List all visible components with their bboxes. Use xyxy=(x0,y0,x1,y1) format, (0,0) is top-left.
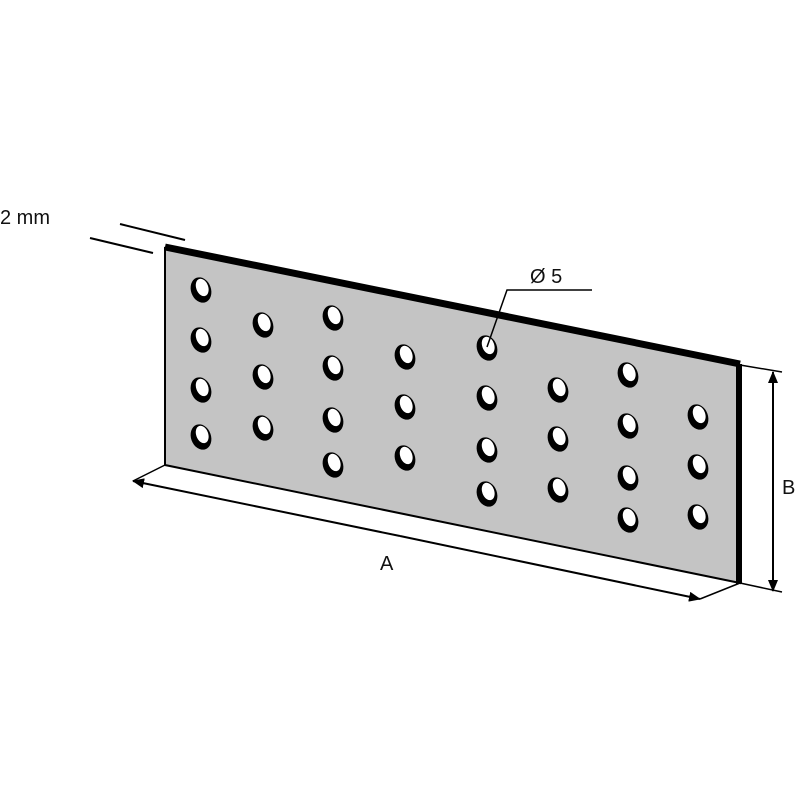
hole xyxy=(617,362,639,388)
hole xyxy=(617,507,639,533)
diameter-label: Ø 5 xyxy=(530,266,562,288)
hole xyxy=(322,452,344,478)
plate-top-edge xyxy=(164,243,741,368)
length-label: A xyxy=(380,553,394,575)
hole xyxy=(252,415,274,441)
hole xyxy=(476,437,498,463)
length-extension-left xyxy=(132,464,166,482)
hole xyxy=(190,424,212,450)
length-dimension-arrow xyxy=(399,535,701,602)
thickness-label: 2 mm xyxy=(0,207,50,229)
width-label: B xyxy=(782,477,795,499)
hole xyxy=(687,404,709,430)
length-extension-right xyxy=(699,582,741,600)
hole xyxy=(322,305,344,331)
hole xyxy=(252,364,274,390)
thickness-line-2 xyxy=(119,223,186,241)
plate-face xyxy=(164,246,741,585)
hole xyxy=(252,312,274,338)
hole xyxy=(190,327,212,353)
hole xyxy=(394,344,416,370)
hole xyxy=(476,385,498,411)
hole xyxy=(394,445,416,471)
length-dimension-arrow-back xyxy=(132,478,401,537)
width-extension-bottom xyxy=(739,582,783,593)
hole xyxy=(476,481,498,507)
hole xyxy=(394,394,416,420)
diameter-leader xyxy=(486,289,592,348)
hole xyxy=(322,355,344,381)
hole xyxy=(190,377,212,403)
holes-group xyxy=(190,277,709,533)
hole xyxy=(322,407,344,433)
hole xyxy=(617,465,639,491)
hole xyxy=(687,504,709,530)
width-extension-top xyxy=(739,364,783,373)
hole xyxy=(687,454,709,480)
hole xyxy=(617,413,639,439)
hole xyxy=(547,377,569,403)
hole xyxy=(547,477,569,503)
hole xyxy=(547,426,569,452)
hole xyxy=(190,277,212,303)
thickness-line-1 xyxy=(89,237,154,254)
